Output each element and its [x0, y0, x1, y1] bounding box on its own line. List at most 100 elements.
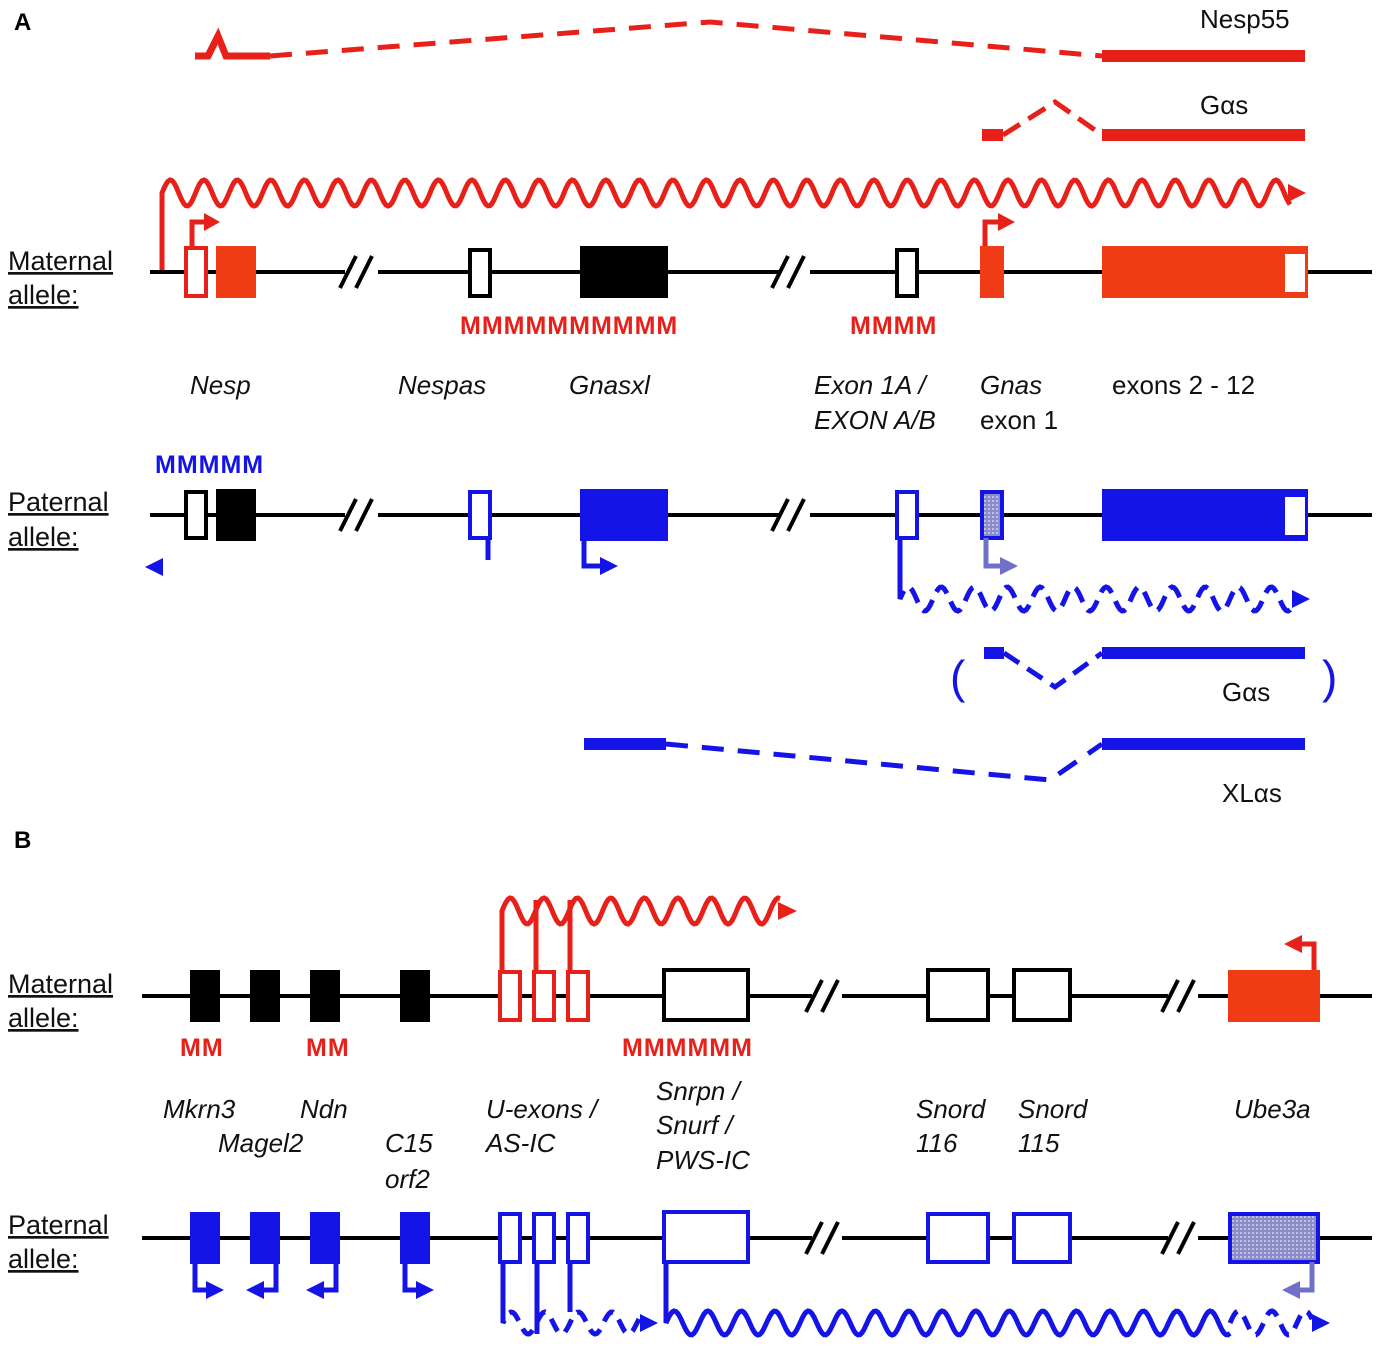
nesp55-transcript	[195, 19, 1305, 62]
uexons-paternal-stems	[500, 1262, 573, 1334]
ube3a-promoter-arrowhead	[1284, 935, 1302, 953]
chromosome-break-a-mat-2	[770, 255, 806, 289]
nesp-promoter-arrowhead	[204, 213, 220, 231]
chromosome-break-a-mat-1	[338, 255, 374, 289]
maternal-label-b-line1: Maternal	[8, 969, 113, 999]
uexon-2-maternal	[532, 970, 556, 1022]
chromosome-break-a-pat-1	[338, 498, 374, 532]
nesp55-label: Nesp55	[1200, 4, 1290, 34]
exon1a-maternal	[895, 248, 919, 298]
ube3a-paternal-promoter-arrowhead	[1282, 1281, 1300, 1299]
gene-label-snord115-line1: Snord	[1018, 1094, 1089, 1124]
ndn-promoter-arrowhead	[306, 1281, 324, 1299]
gene-label-nespas: Nespas	[398, 370, 486, 400]
gene-label-exon1a-line1: Exon 1A /	[814, 370, 929, 400]
ndn-exon-paternal	[310, 1212, 340, 1264]
mkrn3-promoter-arrow	[192, 1264, 208, 1293]
gnas-paternal-promoter-arrowhead	[1000, 557, 1018, 575]
ndn-promoter-arrow	[322, 1264, 339, 1293]
paternal-label-a-line1: Paternal	[8, 487, 109, 517]
gnas-exon1-paternal-hatched	[980, 490, 1004, 540]
c15orf2-promoter-arrow	[402, 1264, 418, 1293]
magel2-promoter-arrowhead	[246, 1281, 264, 1299]
uexon-1-maternal	[498, 970, 522, 1022]
snrpn-wave-arrowhead	[1312, 1314, 1330, 1332]
paternal-label-b-line2: allele:	[8, 1244, 79, 1274]
uexon-2-paternal	[532, 1212, 556, 1264]
gene-label-c15-line1: C15	[385, 1128, 433, 1158]
gnasxl-promoter-arrow	[581, 541, 602, 569]
uexon-3-paternal	[566, 1212, 590, 1264]
gnas-paternal-promoter-arrow	[983, 538, 1002, 569]
gas-paternal-label: Gαs	[1222, 677, 1270, 707]
paternal-label-a-line2: allele:	[8, 522, 79, 552]
gene-label-ube3a: Ube3a	[1234, 1094, 1311, 1124]
methylation-mkrn3: MM	[180, 1034, 224, 1062]
uexons-paternal-wavy-transcript	[500, 1309, 642, 1337]
snord116-exon-maternal	[926, 968, 990, 1022]
chromosome-break-b-mat-2	[1160, 979, 1196, 1013]
magel2-promoter-arrow	[262, 1264, 279, 1293]
methylation-exon1a: MMMM	[850, 312, 937, 340]
gene-label-nesp: Nesp	[190, 370, 251, 400]
gene-label-snord116-line2: 116	[916, 1128, 958, 1158]
panel-a-letter: A	[14, 9, 31, 36]
exons-2-12-paternal-open-end	[1285, 497, 1305, 535]
c15orf2-promoter-arrowhead	[416, 1281, 434, 1299]
mkrn3-exon-paternal	[190, 1212, 220, 1264]
xlas-label: XLαs	[1222, 778, 1282, 808]
nesp-promoter-arrow	[189, 219, 206, 248]
exons-2-12-maternal	[1102, 246, 1308, 298]
gas-paternal-close-paren: )	[1322, 651, 1337, 703]
xlas-transcript	[584, 738, 1305, 783]
gas-maternal-transcript	[982, 98, 1305, 141]
gnas-promoter-arrow	[982, 219, 1000, 246]
gene-label-exon1a-line2: EXON A/B	[814, 405, 936, 435]
gene-label-gnas-line1: Gnas	[980, 370, 1042, 400]
snord115-exon-maternal	[1012, 968, 1072, 1022]
snrpn-exon-paternal	[662, 1210, 750, 1264]
chromosome-break-b-mat-1	[804, 979, 840, 1013]
snord115-exon-paternal	[1012, 1212, 1072, 1264]
gene-label-c15-line2: orf2	[385, 1164, 430, 1194]
chromosome-break-b-pat-1	[804, 1221, 840, 1255]
snrpn-wavy-transcript	[663, 1308, 1232, 1338]
gene-label-gnas-line2: exon 1	[980, 405, 1058, 435]
nesp-upstream-exon-paternal	[184, 490, 208, 540]
exons-2-12-maternal-open-end	[1285, 254, 1305, 292]
nesp-exon-maternal	[216, 246, 256, 298]
gnasxl-promoter-arrowhead	[600, 557, 618, 575]
gas-maternal-label: Gαs	[1200, 90, 1248, 120]
methylation-paternal-nesp: MMMMM	[155, 451, 264, 479]
maternal-label-a-line1: Maternal	[8, 246, 113, 276]
methylation-snrpn: MMMMMM	[622, 1034, 753, 1062]
uexons-maternal-wavy-transcript	[499, 895, 781, 927]
c15orf2-exon-maternal	[400, 970, 430, 1022]
maternal-label-b-line2: allele:	[8, 1003, 79, 1033]
gene-label-mkrn3: Mkrn3	[163, 1094, 236, 1124]
magel2-exon-paternal	[250, 1212, 280, 1264]
gene-label-ndn: Ndn	[300, 1094, 348, 1124]
gene-label-snrpn-line1: Snrpn /	[656, 1076, 743, 1106]
mkrn3-exon-maternal	[190, 970, 220, 1022]
gene-label-uexons-line2: AS-IC	[484, 1128, 556, 1158]
ube3a-exon-paternal-hatched	[1228, 1212, 1320, 1264]
ube3a-exon-maternal	[1228, 970, 1320, 1022]
nesp-wavy-transcript	[159, 177, 1293, 209]
nespas-exon-paternal	[468, 490, 492, 540]
c15orf2-exon-paternal	[400, 1212, 430, 1264]
gene-label-snrpn-line2: Snurf /	[656, 1110, 735, 1140]
uexons-maternal-wave-arrowhead	[778, 902, 797, 920]
gene-label-magel2: Magel2	[218, 1128, 304, 1158]
ube3a-promoter-arrow	[1300, 941, 1317, 970]
gene-label-snord115-line2: 115	[1018, 1128, 1060, 1158]
exon1a-wavy-transcript	[897, 584, 1294, 614]
paternal-label-b-line1: Paternal	[8, 1210, 109, 1240]
panel-b-letter: B	[14, 827, 31, 854]
nespas-wave-arrowhead	[145, 558, 163, 576]
uexons-paternal-wave-arrowhead	[640, 1314, 658, 1332]
mkrn3-promoter-arrowhead	[206, 1281, 224, 1299]
exon1a-paternal	[895, 490, 919, 540]
gene-label-uexons-line1: U-exons /	[486, 1094, 600, 1124]
